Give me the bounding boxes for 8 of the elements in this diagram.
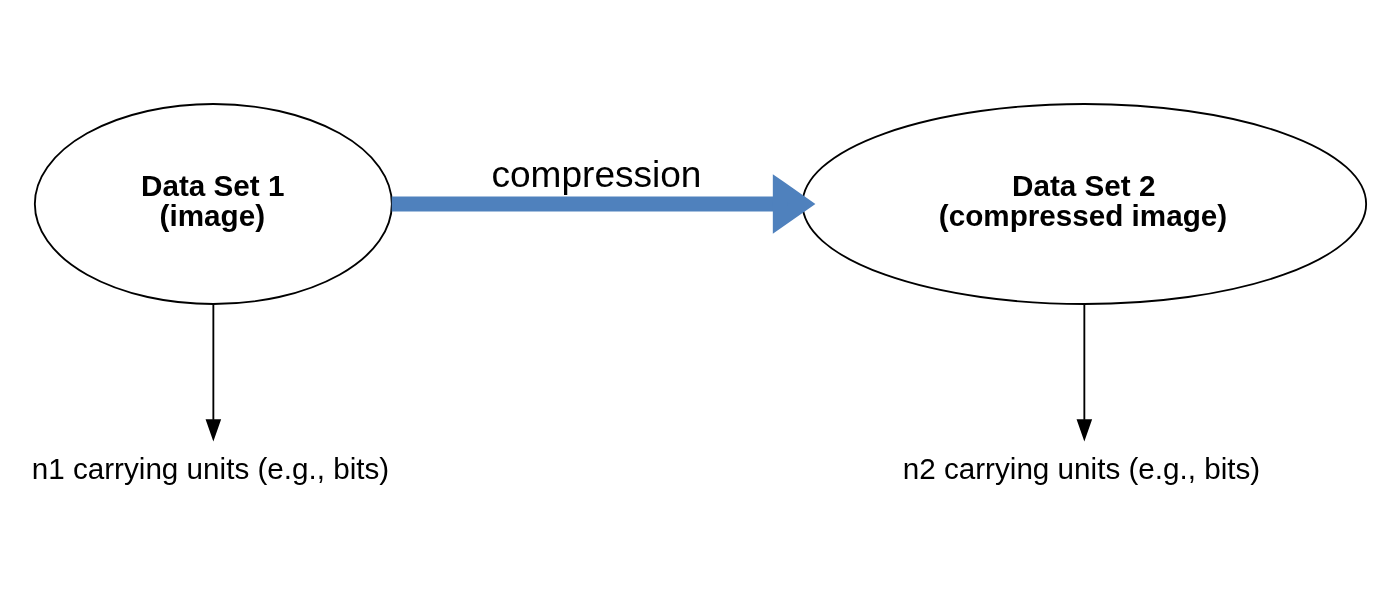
node-ellipse: Data Set 2 (compressed image) xyxy=(801,102,1368,305)
node-ellipse: Data Set 1 (image) xyxy=(33,102,393,305)
node-text: n2 carrying units (e.g., bits) xyxy=(902,451,1261,485)
node-text: n1 carrying units (e.g., bits) xyxy=(31,451,390,485)
arrow xyxy=(1076,302,1093,442)
arrow xyxy=(391,173,816,234)
arrow xyxy=(205,302,222,442)
edge-label: compression xyxy=(491,152,702,195)
